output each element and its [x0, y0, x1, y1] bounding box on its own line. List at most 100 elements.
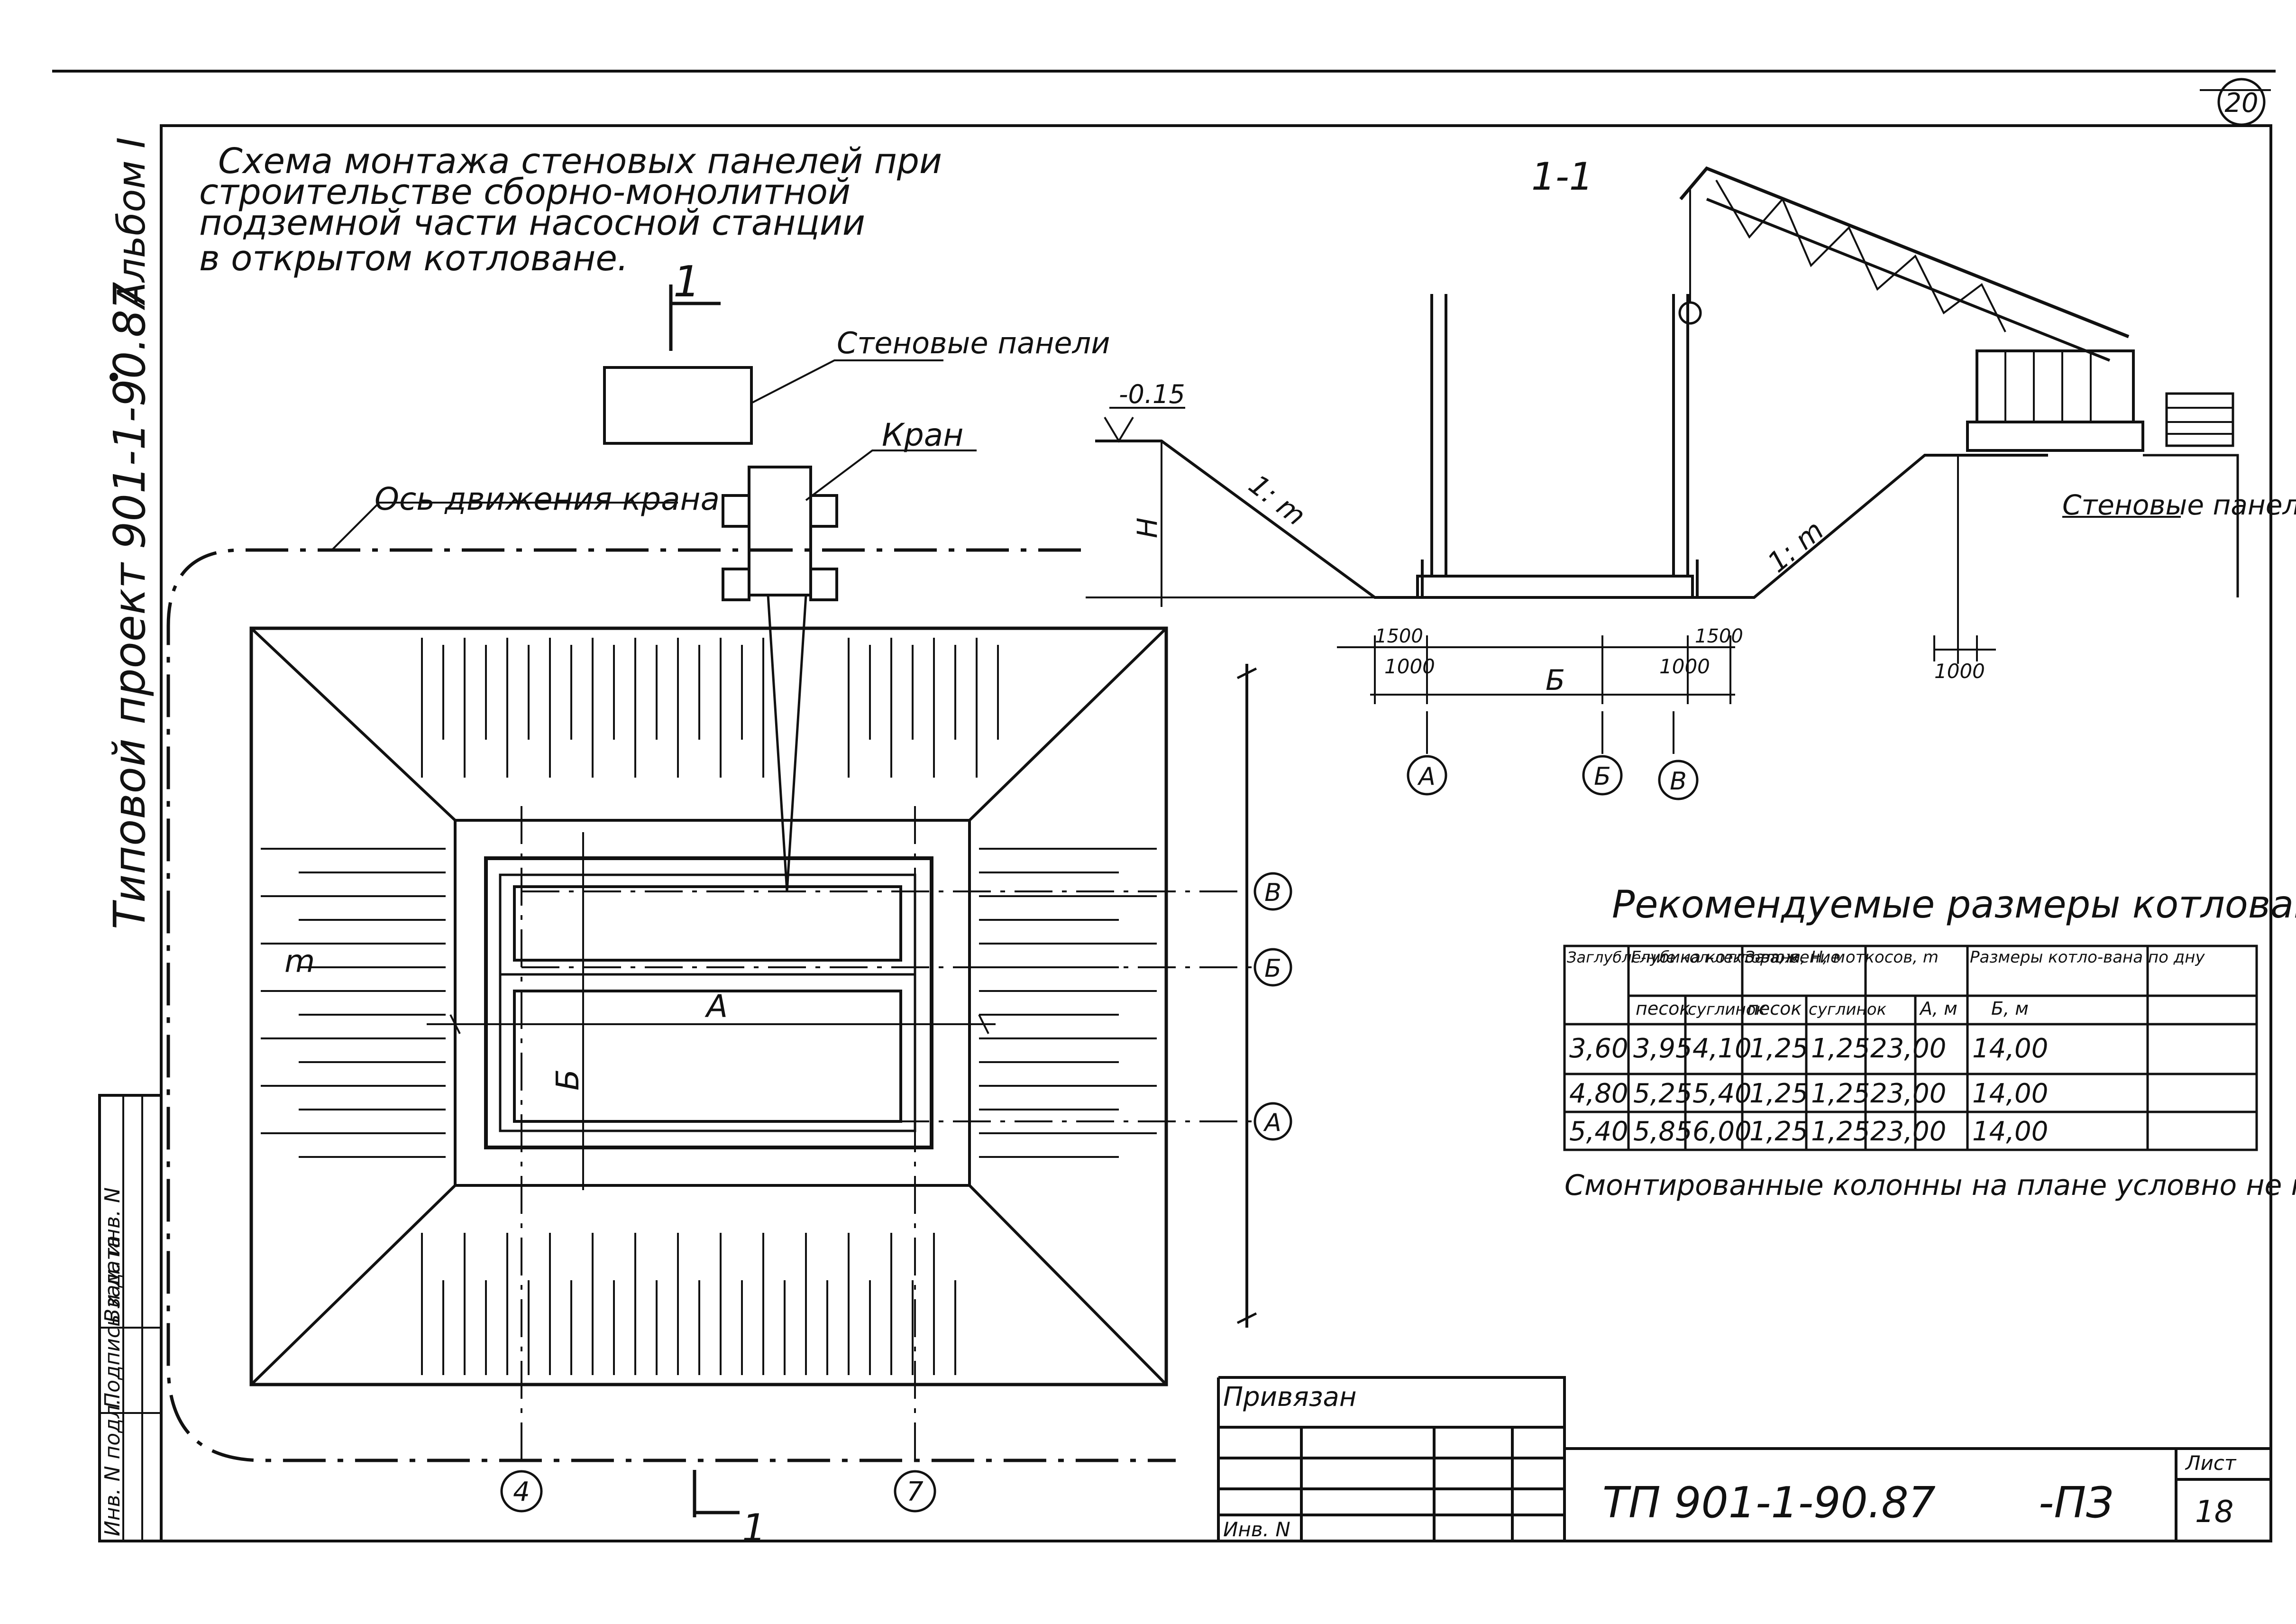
axis-b-bubble: Б: [1264, 954, 1281, 983]
table-grid: [1563, 945, 2258, 1151]
dim-1500-right: 1500: [1695, 625, 1743, 647]
crane-label: Кран: [882, 417, 963, 453]
stamp-code: ТП 901-1-90.87: [1602, 1478, 1936, 1528]
cell-r3-c6: 23,00: [1870, 1116, 1946, 1147]
crane-track-right-top: [809, 494, 838, 528]
cell-r3-c4: 1,25: [1749, 1116, 1809, 1147]
crane-body: [748, 466, 812, 596]
table-title: Рекомендуемые размеры котлованов: [1612, 882, 2296, 927]
dim-a-label: А: [704, 988, 728, 1025]
crane-track-left-bottom: [722, 568, 750, 601]
structure-outline: [484, 856, 933, 1149]
cell-r3-c1: 5,40: [1569, 1116, 1628, 1147]
crane-axis-label: Ось движения крана: [375, 481, 720, 517]
plan-wall-panels-stack: [603, 366, 753, 445]
left-wall-panel: [1430, 294, 1447, 576]
page-number: 20: [2224, 88, 2258, 119]
page-number-circle: [2217, 78, 2266, 126]
cell-r2-c3: 5,40: [1692, 1078, 1752, 1109]
cell-r1-c5: 1,25: [1811, 1033, 1870, 1064]
section-axis-v: В: [1670, 767, 1687, 796]
cell-r2-c7: 14,00: [1972, 1078, 2048, 1109]
sth-b: Б, м: [1991, 998, 2029, 1019]
sth-sand-2: песок: [1747, 998, 1802, 1019]
cell-r1-c7: 14,00: [1972, 1033, 2048, 1064]
cell-r1-c1: 3,60: [1569, 1033, 1628, 1064]
left-slope: [1095, 440, 1415, 599]
sth-a: А, м: [1919, 998, 1958, 1019]
crane-boom: [1679, 166, 2130, 339]
section-slope-right: 1: m: [1761, 514, 1829, 579]
sth-loam-2: суглинок: [1809, 1000, 1887, 1019]
title-line-1: Схема монтажа стеновых панелей при: [218, 141, 942, 182]
dim-1000-right: 1000: [1659, 655, 1710, 678]
pit-outer-edge: [249, 626, 1168, 1386]
title-block: [1217, 1376, 2271, 1541]
crane-track-left-top: [722, 494, 750, 528]
stamp-suffix: -ПЗ: [2039, 1478, 2113, 1528]
title-line-2: строительстве сборно-монолитной: [199, 172, 851, 212]
axis-4-bubble: 4: [513, 1477, 530, 1507]
plan-note: Смонтированные колонны на плане условно …: [1564, 1169, 2296, 1202]
crane-hook-icon: [1678, 301, 1702, 325]
cell-r1-c3: 4,10: [1692, 1033, 1752, 1064]
dim-1000-left: 1000: [1384, 655, 1435, 678]
cell-r1-c2: 3,95: [1633, 1033, 1692, 1064]
section-axis-b: Б: [1594, 762, 1611, 791]
crane-cab: [1976, 349, 2135, 423]
th-slope: Заложение откосов, m: [1745, 948, 1939, 967]
plan-view: 1 Стеновые панели Кран Ось движения кран…: [166, 257, 1292, 1517]
th-pit-depth: Глубина котло-вана, H, м: [1631, 948, 1845, 967]
drawing-frame: [160, 124, 2272, 1542]
plan-slope-label: m: [284, 943, 315, 980]
stamp-sheet-label: Лист: [2185, 1451, 2237, 1475]
cell-r2-c4: 1,25: [1749, 1078, 1809, 1109]
axis-v-bubble: В: [1264, 879, 1281, 907]
th-depth-collector: Заглубле-ние кол-лектора, м: [1567, 948, 1800, 966]
section-h-label: H: [1131, 517, 1163, 538]
table-body: 3,60 3,95 4,10 1,25 1,25 23,00 14,00 4,8…: [1569, 1033, 2048, 1147]
dim-b-label: Б: [549, 1069, 586, 1091]
crane-movement-axis: [166, 548, 1176, 1462]
stamp-bound: Привязан: [1223, 1382, 1356, 1413]
side-album-text: Альбом I: [110, 137, 154, 311]
side-col-sign: Подпись и дата: [101, 1236, 125, 1408]
dim-1000-crane: 1000: [1934, 660, 1985, 683]
stamp-sheet-no: 18: [2195, 1495, 2233, 1530]
crane-boom-plan: [767, 595, 807, 892]
table-headers: Заглубле-ние кол-лектора, м Глубина котл…: [1567, 948, 2205, 1019]
cell-r1-c6: 23,00: [1870, 1033, 1946, 1064]
section-axis-a: А: [1417, 762, 1436, 791]
cell-r2-c6: 23,00: [1870, 1078, 1946, 1109]
cell-r1-c4: 1,25: [1749, 1033, 1809, 1064]
cell-r3-c7: 14,00: [1972, 1116, 2048, 1147]
sth-sand-1: песок: [1636, 998, 1690, 1019]
cell-r2-c5: 1,25: [1811, 1078, 1870, 1109]
section-dim-b: Б: [1546, 664, 1565, 697]
axis-a-bubble: А: [1263, 1109, 1281, 1137]
right-wall-panel: [1672, 294, 1689, 576]
plan-wall-panels-label-1: Стеновые панели: [837, 326, 1110, 360]
title-line-4: в открытом котловане.: [199, 238, 628, 279]
side-project-text: Типовой проект 901-1-90.87: [104, 282, 155, 929]
cell-r3-c2: 5,85: [1633, 1116, 1692, 1147]
stamp-inv: Инв. N: [1223, 1518, 1290, 1541]
base-slab: [1416, 575, 1694, 599]
crane-tracks: [1966, 421, 2144, 452]
section-mark-bottom: 1: [742, 1506, 766, 1550]
th-pit-size: Размеры котло-вана по дну: [1970, 948, 2205, 967]
cell-r3-c5: 1,25: [1811, 1116, 1870, 1147]
section-mark-top: 1: [673, 257, 700, 307]
crane-track-right-bottom: [809, 568, 838, 601]
section-wall-panels-label: Стеновые панели: [2062, 489, 2296, 521]
cell-r2-c2: 5,25: [1633, 1078, 1692, 1109]
side-col-replace: Взам. инв. N: [101, 1187, 125, 1323]
section-slope-left: 1: m: [1243, 468, 1311, 532]
section-panel-stack: [2165, 392, 2234, 447]
side-bullet-icon: [110, 373, 118, 381]
dim-1500-left: 1500: [1375, 625, 1423, 647]
side-stamp-frame: [98, 1094, 163, 1542]
cell-r3-c3: 6,00: [1692, 1116, 1752, 1147]
section-title: 1-1: [1531, 155, 1593, 199]
